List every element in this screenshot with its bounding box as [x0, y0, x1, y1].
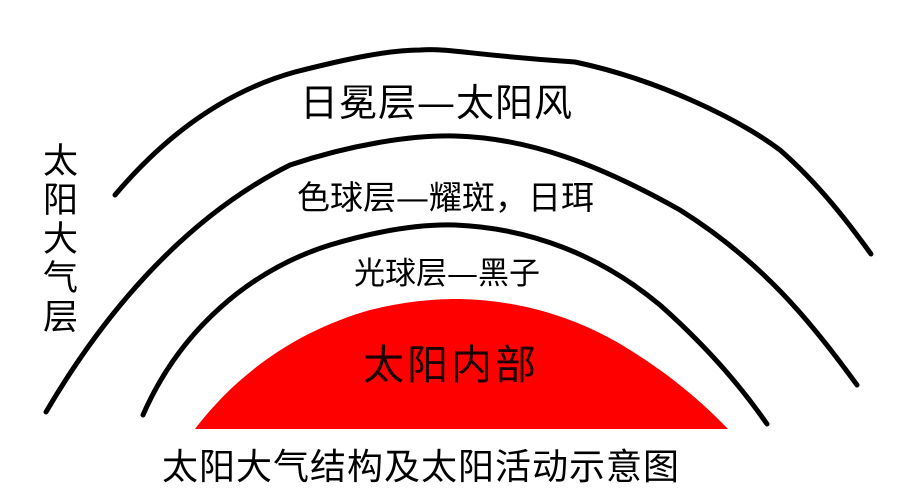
corona-layer-label: 日冕层—太阳风 [300, 81, 574, 125]
diagram-caption: 太阳大气结构及太阳活动示意图 [162, 447, 681, 488]
photosphere-arc [140, 222, 770, 427]
corona-arc [112, 47, 874, 257]
solar-interior-label: 太阳内部 [363, 341, 539, 389]
photosphere-layer-label: 光球层—黑子 [354, 256, 540, 292]
solar-atmosphere-label: 太阳大气层 [37, 142, 77, 337]
chromosphere-arc [43, 133, 860, 415]
chromosphere-layer-label: 色球层—耀斑，日珥 [297, 178, 594, 217]
solar-interior-dome [195, 299, 728, 429]
